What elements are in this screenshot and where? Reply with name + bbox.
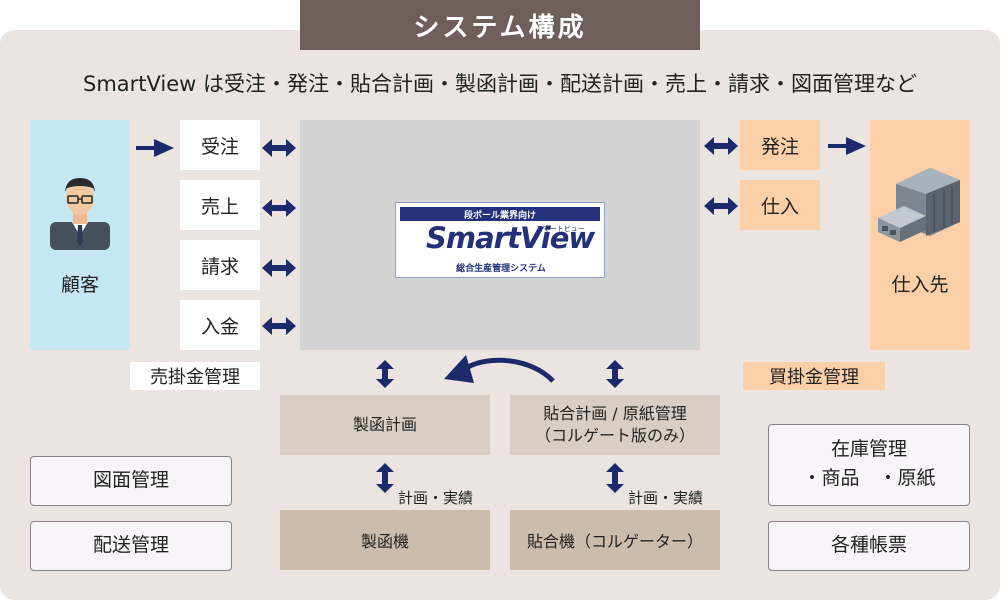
box-machine: 製函機 (280, 510, 490, 570)
corrugator-plan-line1: 貼合計画 / 原紙管理 (543, 404, 687, 423)
corrugator-machine: 貼合機（コルゲーター） (510, 510, 720, 570)
page-title: システム構成 (300, 0, 700, 50)
vdouble-box-machine (376, 463, 394, 493)
item-payment: 入金 (180, 300, 260, 350)
drawing-management: 図面管理 (30, 456, 232, 506)
smartview-logo: 段ボール業界向け SmartView スマートビュー 総合生産管理システム (395, 202, 605, 278)
corrugator-plan-line2: （コルゲート版のみ） (534, 426, 695, 446)
accounts-receivable-label: 売掛金管理 (130, 362, 260, 390)
logo-name: SmartView (426, 221, 595, 255)
item-billing: 請求 (180, 240, 260, 290)
subtitle: SmartView は受注・発注・貼合計画・製函計画・配送計画・売上・請求・図面… (82, 72, 918, 96)
item-purchase: 仕入 (740, 180, 820, 230)
left-double-arrows (262, 139, 296, 335)
item-order-placed: 発注 (740, 120, 820, 170)
arrow-customer-to-order (136, 139, 174, 157)
inventory-management: 在庫管理 ・商品 ・原紙 (768, 424, 970, 506)
inventory-title: 在庫管理 (830, 438, 907, 460)
vdouble-corrugator-machine (606, 463, 624, 493)
curved-arrow-corrugator-to-box (444, 355, 555, 383)
item-sales: 売上 (180, 180, 260, 230)
logo-bottom-text: 総合生産管理システム (456, 264, 546, 274)
right-double-arrows (704, 137, 738, 215)
double-arrow-purchase (704, 197, 738, 215)
plan-actual-label-1: 計画・実績 (398, 489, 474, 507)
customer-label: 顧客 (60, 274, 99, 296)
delivery-management: 配送管理 (30, 521, 232, 571)
smartview-core: 段ボール業界向け SmartView スマートビュー 総合生産管理システム (300, 120, 700, 350)
inventory-items: ・商品 ・原紙 (802, 467, 936, 490)
arrow-order-to-supplier (828, 137, 866, 155)
logo-reading: スマートビュー (536, 225, 585, 233)
item-order-received: 受注 (180, 120, 260, 170)
supplier-box: 仕入先 (870, 120, 970, 350)
box-planning: 製函計画 (280, 395, 490, 455)
supplier-label: 仕入先 (891, 274, 949, 296)
double-arrow-payment (262, 317, 296, 335)
accounts-payable-label: 買掛金管理 (743, 362, 885, 390)
double-arrow-sales (262, 199, 296, 217)
vertical-double-arrows (376, 360, 624, 493)
customer-box: 顧客 (30, 120, 130, 350)
various-forms: 各種帳票 (768, 521, 970, 571)
plan-actual-label-2: 計画・実績 (628, 489, 704, 507)
double-arrow-order-placed (704, 137, 738, 155)
logo-top-text: 段ボール業界向け (400, 207, 600, 221)
corrugator-planning: 貼合計画 / 原紙管理 （コルゲート版のみ） (510, 395, 720, 455)
double-arrow-order (262, 139, 296, 157)
vdouble-core-box (376, 360, 394, 388)
building-icon (878, 168, 960, 242)
double-arrow-billing (262, 259, 296, 277)
person-icon (50, 178, 110, 250)
vdouble-core-corrugator (606, 360, 624, 388)
